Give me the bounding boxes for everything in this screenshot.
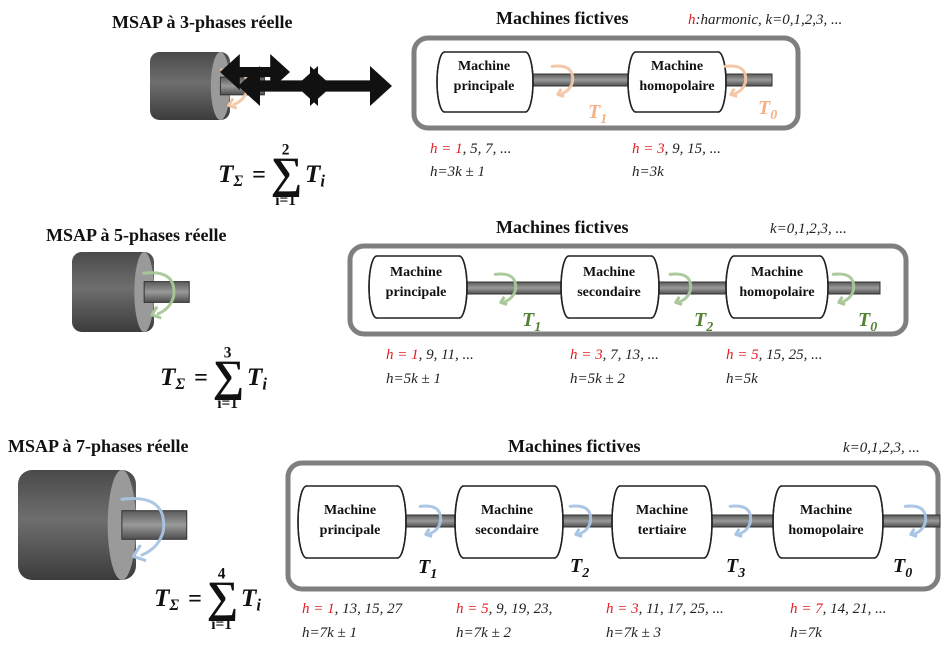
- formula-term: Ti: [247, 363, 267, 393]
- rotation-arrow: [120, 497, 166, 563]
- machine-1-torque-label: T1: [418, 556, 437, 582]
- k-definition: k=0,1,2,3, ...: [770, 221, 847, 237]
- motor-body: [150, 52, 230, 120]
- machine-1-harmonics: h = 1, 13, 15, 27: [302, 601, 404, 617]
- machine-2-harmonic-rule: h=5k ± 2: [570, 371, 626, 387]
- machine-2-harmonics: h = 3, 7, 13, ...: [570, 347, 659, 363]
- machine-3: [725, 255, 829, 319]
- machine-1-rotation-arrow: [493, 272, 518, 306]
- machine-1-harmonics: h = 1, 5, 7, ...: [430, 141, 511, 157]
- machine-3-torque-label: T3: [726, 555, 745, 581]
- machine-4-torque-label: T0: [893, 555, 912, 581]
- machine-2: [560, 255, 660, 319]
- machine-3: [611, 485, 713, 559]
- machine-1-harmonic-rule: h=7k ± 1: [302, 625, 357, 641]
- fictive-machines-title: Machines fictives: [496, 8, 628, 28]
- formula-sum-sign: ∑: [207, 573, 238, 622]
- k-definition: k=0,1,2,3, ...: [843, 440, 920, 456]
- formula-sum-upper: 3: [224, 345, 232, 362]
- machine-2-harmonics: h = 3, 9, 15, ...: [632, 141, 721, 157]
- machine-1: [368, 255, 468, 319]
- machine-2: [454, 485, 564, 559]
- motor-shaft: [143, 281, 190, 303]
- machine-1-harmonics: h = 1, 9, 11, ...: [386, 347, 474, 363]
- formula-sum-lower: i=1: [211, 616, 232, 633]
- machine-4-harmonic-rule: h=7k: [790, 625, 822, 641]
- formula-total-torque: TΣ: [154, 584, 179, 614]
- motor-body: [72, 252, 154, 332]
- machine-3-torque-label: T0: [858, 309, 877, 335]
- machine-2-torque-label: T0: [758, 97, 777, 123]
- formula-term: Ti: [241, 584, 261, 614]
- equivalence-double-arrow: [296, 66, 392, 106]
- machine-1-rotation-arrow: [418, 504, 443, 538]
- equivalence-double-arrow: [220, 54, 290, 90]
- formula-sum-sign: ∑: [271, 149, 302, 198]
- fictive-machines-title: Machines fictives: [508, 436, 640, 456]
- fictive-machines-frame: [347, 243, 909, 337]
- machine-2-rotation-arrow: [668, 272, 693, 306]
- k-definition: h:harmonic, k=0,1,2,3, ...: [688, 12, 842, 28]
- machine-1-harmonic-rule: h=5k ± 1: [386, 371, 441, 387]
- machine-3-harmonics: h = 3, 11, 17, 25, ...: [606, 601, 724, 617]
- machine-1-rotation-arrow: [550, 64, 575, 98]
- machine-2-torque-label: T2: [694, 309, 713, 335]
- formula-sum-lower: i=1: [275, 192, 296, 209]
- machine-3-harmonic-rule: h=5k: [726, 371, 758, 387]
- real-machine-title: MSAP à 7-phases réelle: [8, 436, 188, 456]
- machine-1-torque-label: T1: [588, 101, 607, 127]
- formula-sum-upper: 2: [282, 142, 290, 159]
- machine-2-rotation-arrow: [723, 64, 748, 98]
- section-2: MSAP à 5-phases réelleTΣ=∑3i=1TiMachines…: [46, 66, 909, 412]
- rotation-arrow: [142, 271, 176, 320]
- machine-2: [627, 51, 727, 113]
- formula-total-torque: TΣ: [160, 363, 185, 393]
- formula-sum-upper: 4: [218, 566, 226, 583]
- formula-total-torque: TΣ: [218, 160, 243, 190]
- formula-equals: =: [194, 364, 208, 391]
- machine-4-rotation-arrow: [903, 504, 928, 538]
- machine-1: [436, 51, 534, 113]
- real-machine-title: MSAP à 5-phases réelle: [46, 225, 226, 245]
- formula-sum-lower: i=1: [217, 395, 238, 412]
- section-3: MSAP à 7-phases réelleTΣ=∑4i=1TiMachines…: [8, 54, 941, 641]
- machine-3-harmonic-rule: h=7k ± 3: [606, 625, 661, 641]
- formula-term: Ti: [305, 160, 325, 190]
- machine-4-harmonics: h = 7, 14, 21, ...: [790, 601, 886, 617]
- machine-2-rotation-arrow: [568, 504, 593, 538]
- fictive-machines-frame: [411, 35, 801, 131]
- machine-4: [772, 485, 884, 559]
- machine-1: [297, 485, 407, 559]
- machine-1-torque-label: T1: [522, 309, 541, 335]
- motor-shaft: [121, 510, 188, 540]
- machine-3-harmonics: h = 5, 15, 25, ...: [726, 347, 822, 363]
- equivalence-double-arrow: [238, 66, 332, 106]
- machine-2-harmonic-rule: h=3k: [632, 164, 664, 180]
- real-machine-title: MSAP à 3-phases réelle: [112, 12, 292, 32]
- machine-2-harmonics: h = 5, 9, 19, 23,: [456, 601, 552, 617]
- machine-3-rotation-arrow: [831, 272, 856, 306]
- formula-equals: =: [252, 161, 266, 188]
- formula-equals: =: [188, 585, 202, 612]
- machine-3-rotation-arrow: [728, 504, 753, 538]
- fictive-machines-title: Machines fictives: [496, 217, 628, 237]
- machine-1-harmonic-rule: h=3k ± 1: [430, 164, 485, 180]
- machine-2-harmonic-rule: h=7k ± 2: [456, 625, 512, 641]
- machine-2-torque-label: T2: [570, 555, 589, 581]
- formula-sum-sign: ∑: [213, 352, 244, 401]
- motor-body: [18, 470, 136, 580]
